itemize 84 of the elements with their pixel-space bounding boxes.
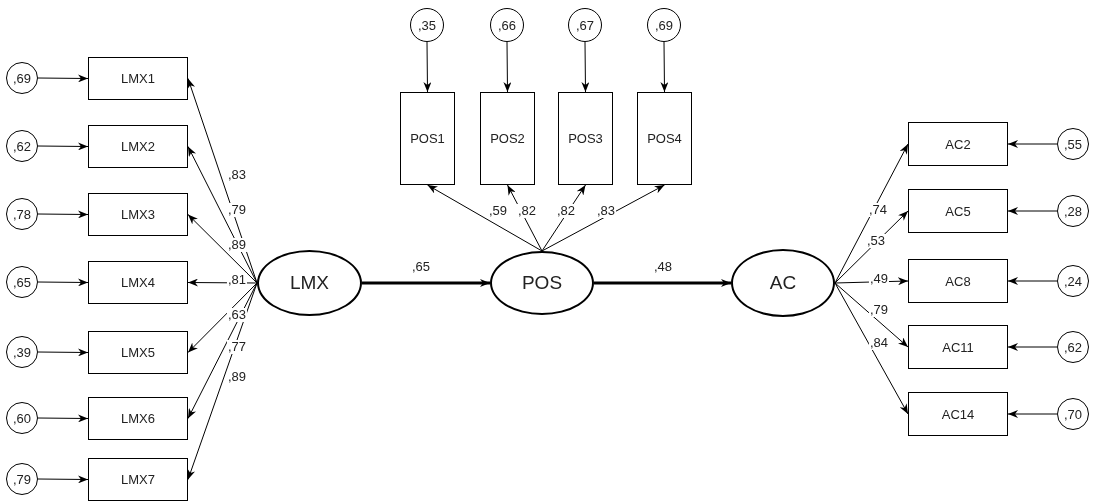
arrow	[187, 282, 258, 419]
arrow	[1007, 343, 1058, 351]
indicator-box: AC14	[908, 392, 1008, 436]
error-circle: ,55	[1057, 128, 1089, 160]
arrow	[834, 210, 909, 284]
indicator-box: AC11	[908, 325, 1008, 369]
arrow	[660, 41, 669, 93]
error-circle: ,28	[1057, 195, 1089, 227]
edge-label: ,49	[868, 272, 890, 286]
arrow	[37, 414, 89, 423]
edge-label: ,63	[226, 308, 248, 322]
error-circle: ,39	[6, 336, 38, 368]
arrow	[37, 142, 89, 151]
arrow	[37, 348, 89, 357]
arrow	[1007, 277, 1058, 285]
arrow	[187, 214, 258, 284]
edge-label: ,83	[595, 204, 617, 218]
edge-label: ,79	[868, 303, 890, 317]
arrow	[1007, 410, 1058, 418]
error-circle: ,60	[6, 402, 38, 434]
indicator-box: AC8	[908, 259, 1008, 303]
error-circle: ,78	[6, 198, 38, 230]
indicator-box: AC5	[908, 189, 1008, 233]
edge-label: ,48	[652, 260, 674, 274]
edge-label: ,89	[226, 238, 248, 252]
latent-ellipse: AC	[731, 249, 835, 317]
error-circle: ,79	[6, 463, 38, 495]
indicator-box: AC2	[908, 122, 1008, 166]
edge-label: ,89	[226, 370, 248, 384]
arrow	[834, 143, 909, 284]
indicator-box: LMX6	[88, 397, 188, 440]
indicator-box: LMX5	[88, 331, 188, 374]
error-circle: ,67	[568, 8, 602, 42]
indicator-box: POS3	[558, 92, 613, 185]
indicator-box: LMX1	[88, 57, 188, 100]
arrow	[37, 74, 89, 83]
indicator-box: LMX2	[88, 125, 188, 168]
edge-label: ,53	[865, 234, 887, 248]
edge-label: ,59	[487, 204, 509, 218]
error-circle: ,62	[6, 130, 38, 162]
arrow	[507, 184, 543, 252]
edge-label: ,77	[226, 340, 248, 354]
arrow	[362, 279, 490, 287]
arrow	[187, 146, 258, 284]
arrow	[37, 278, 89, 287]
indicator-box: LMX7	[88, 458, 188, 501]
edge-label: ,82	[555, 204, 577, 218]
arrow	[187, 282, 258, 480]
arrow	[37, 475, 89, 484]
arrow	[594, 279, 731, 287]
indicator-box: POS4	[637, 92, 692, 185]
edge-label: ,79	[226, 203, 248, 217]
arrow	[503, 41, 512, 93]
edge-label: ,82	[516, 204, 538, 218]
arrow	[581, 41, 590, 93]
arrow	[187, 78, 258, 284]
error-circle: ,24	[1057, 265, 1089, 297]
error-circle: ,62	[1057, 331, 1089, 363]
arrow	[834, 282, 909, 348]
indicator-box: POS2	[480, 92, 535, 185]
latent-ellipse: POS	[490, 251, 594, 315]
indicator-box: LMX3	[88, 193, 188, 236]
arrow	[834, 282, 909, 415]
error-circle: ,35	[410, 8, 444, 42]
edge-label: ,84	[868, 336, 890, 350]
error-circle: ,69	[647, 8, 681, 42]
arrow	[427, 184, 543, 252]
arrow	[1007, 140, 1058, 148]
arrow	[37, 210, 89, 219]
error-circle: ,70	[1057, 398, 1089, 430]
arrow	[541, 184, 665, 252]
arrow	[187, 282, 258, 353]
error-circle: ,69	[6, 62, 38, 94]
edge-label: ,81	[226, 273, 248, 287]
arrow	[1007, 207, 1058, 215]
indicator-box: LMX4	[88, 261, 188, 304]
error-circle: ,65	[6, 266, 38, 298]
error-circle: ,66	[490, 8, 524, 42]
arrow	[423, 41, 432, 93]
edge-label: ,65	[410, 260, 432, 274]
indicator-box: POS1	[400, 92, 455, 185]
edge-label: ,74	[867, 203, 889, 217]
latent-ellipse: LMX	[257, 250, 362, 316]
edge-label: ,83	[226, 168, 248, 182]
